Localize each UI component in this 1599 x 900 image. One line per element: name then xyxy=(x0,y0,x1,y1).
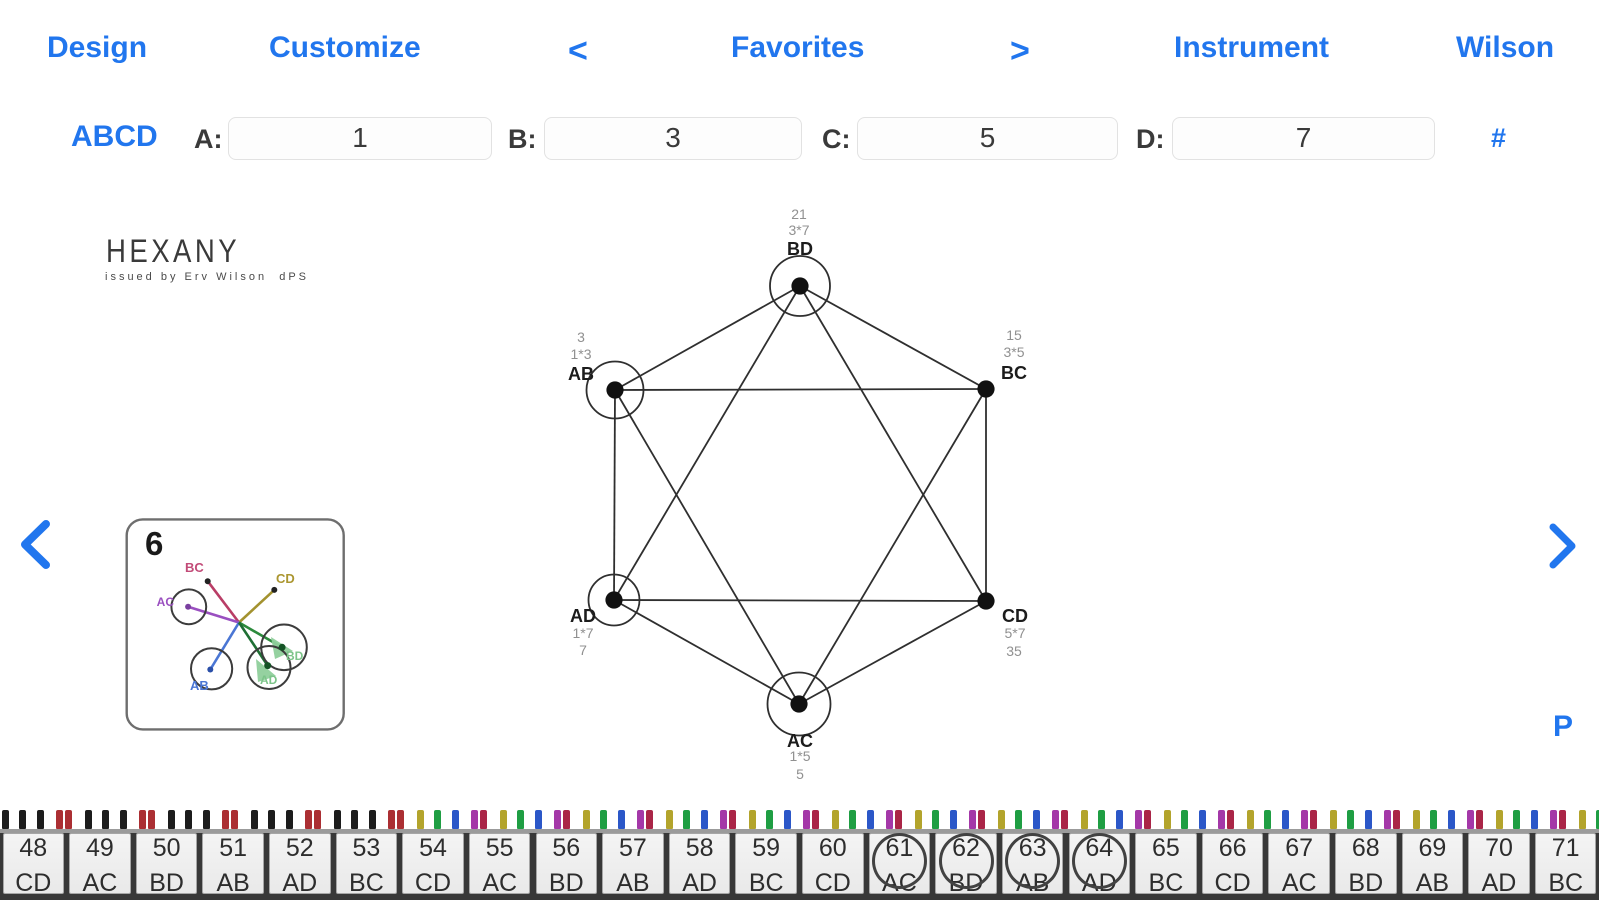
svg-text:1*5: 1*5 xyxy=(789,748,810,764)
svg-text:AB: AB xyxy=(568,364,594,384)
svg-text:AC: AC xyxy=(787,731,813,751)
svg-text:7: 7 xyxy=(579,642,587,658)
svg-text:AD: AD xyxy=(260,673,278,687)
svg-text:6: 6 xyxy=(145,525,163,562)
svg-text:1*3: 1*3 xyxy=(570,346,591,362)
svg-text:3*7: 3*7 xyxy=(788,222,809,238)
svg-text:BC: BC xyxy=(1001,363,1027,383)
svg-text:BD: BD xyxy=(286,649,304,663)
svg-text:15: 15 xyxy=(1006,327,1022,343)
svg-text:AC: AC xyxy=(157,595,175,609)
svg-text:AB: AB xyxy=(190,678,209,693)
svg-text:35: 35 xyxy=(1006,643,1022,659)
svg-text:21: 21 xyxy=(791,206,807,222)
svg-text:BC: BC xyxy=(185,560,204,575)
svg-text:P: P xyxy=(1553,710,1573,743)
svg-text:CD: CD xyxy=(1002,606,1028,626)
svg-text:5*7: 5*7 xyxy=(1004,625,1025,641)
svg-text:3*5: 3*5 xyxy=(1003,344,1024,360)
svg-text:5: 5 xyxy=(796,766,804,782)
svg-text:3: 3 xyxy=(577,329,585,345)
svg-text:1*7: 1*7 xyxy=(572,625,593,641)
svg-text:BD: BD xyxy=(787,239,813,259)
svg-text:AD: AD xyxy=(570,606,596,626)
svg-text:CD: CD xyxy=(276,571,295,586)
